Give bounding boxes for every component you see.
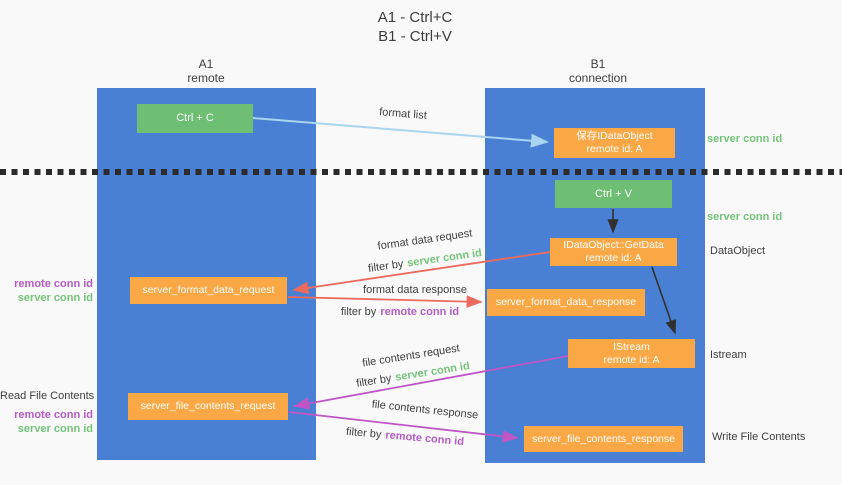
- istream-box: IStream remote id: A: [568, 339, 695, 368]
- filter-by-text: filter by: [355, 372, 393, 390]
- istream-annotation: Istream: [710, 349, 747, 361]
- file-contents-response-label: file contents response: [371, 398, 479, 422]
- filter-by-text: filter by: [345, 425, 382, 441]
- filter-by-text: filter by: [367, 258, 405, 275]
- server-conn-id-annotation-top: server conn id: [707, 133, 783, 145]
- title-line-a1: A1 - Ctrl+C: [377, 9, 453, 26]
- format-data-response-arrow: [287, 295, 483, 308]
- lifeline-a1-name: A1: [198, 57, 214, 71]
- getdata-title: IDataObject::GetData: [563, 239, 664, 251]
- save-idataobject-box: 保存IDataObject remote id: A: [554, 128, 675, 158]
- title-line-b1: B1 - Ctrl+V: [378, 28, 452, 45]
- server-file-contents-request-label: server_file_contents_request: [140, 400, 276, 412]
- filter-by-text: filter by: [340, 306, 377, 318]
- lifeline-header-a1: A1 remote: [146, 57, 266, 85]
- idataobject-getdata-box: IDataObject::GetData remote id: A: [550, 238, 677, 266]
- server-conn-id-annotation-mid: server conn id: [707, 211, 783, 223]
- lifeline-b1-name: B1: [590, 57, 606, 71]
- server-conn-id-annotation-1: server conn id: [17, 292, 93, 304]
- read-file-contents-annotation: Read File Contents: [0, 390, 95, 402]
- write-file-contents-annotation: Write File Contents: [712, 431, 806, 443]
- istream-title: IStream: [613, 340, 650, 353]
- save-idataobject-title: 保存IDataObject: [576, 130, 653, 142]
- remote-conn-id-text: remote conn id: [384, 429, 465, 449]
- ctrl-v-action-box: Ctrl + V: [555, 180, 672, 208]
- server-format-data-request-label: server_format_data_request: [142, 284, 275, 296]
- server-file-contents-response-label: server_file_contents_response: [531, 432, 675, 445]
- lifeline-a1-role: remote: [187, 71, 225, 85]
- dataobject-annotation: DataObject: [710, 245, 766, 257]
- remote-conn-id-annotation-2: remote conn id: [14, 409, 93, 421]
- remote-conn-id-annotation-1: remote conn id: [14, 278, 93, 290]
- diagram-title: A1 - Ctrl+C B1 - Ctrl+V: [300, 8, 530, 46]
- remote-conn-id-text: remote conn id: [380, 306, 460, 318]
- server-file-contents-response-box: server_file_contents_response: [524, 426, 683, 452]
- lifeline-header-b1: B1 connection: [538, 57, 658, 85]
- save-idataobject-remote-id: remote id: A: [586, 143, 643, 155]
- ctrl-c-action-box: Ctrl + C: [137, 104, 253, 133]
- ctrl-v-label: Ctrl + V: [595, 187, 632, 200]
- ctrl-c-label: Ctrl + C: [176, 112, 214, 124]
- getdata-remote-id: remote id: A: [585, 252, 642, 264]
- server-file-contents-request-box: server_file_contents_request: [128, 393, 288, 420]
- server-format-data-response-label: server_format_data_response: [495, 296, 637, 308]
- server-conn-id-annotation-2: server conn id: [17, 423, 93, 435]
- istream-remote-id: remote id: A: [603, 353, 660, 366]
- server-conn-id-text: server conn id: [406, 247, 483, 270]
- format-data-response-label: format data response: [363, 284, 467, 296]
- lifeline-b1-role: connection: [568, 71, 628, 85]
- phase-divider-dotted-line: [0, 169, 842, 175]
- server-conn-id-text: server conn id: [394, 360, 471, 384]
- server-format-data-request-box: server_format_data_request: [130, 277, 287, 304]
- server-format-data-response-box: server_format_data_response: [487, 289, 645, 316]
- format-list-label: format list: [378, 106, 428, 122]
